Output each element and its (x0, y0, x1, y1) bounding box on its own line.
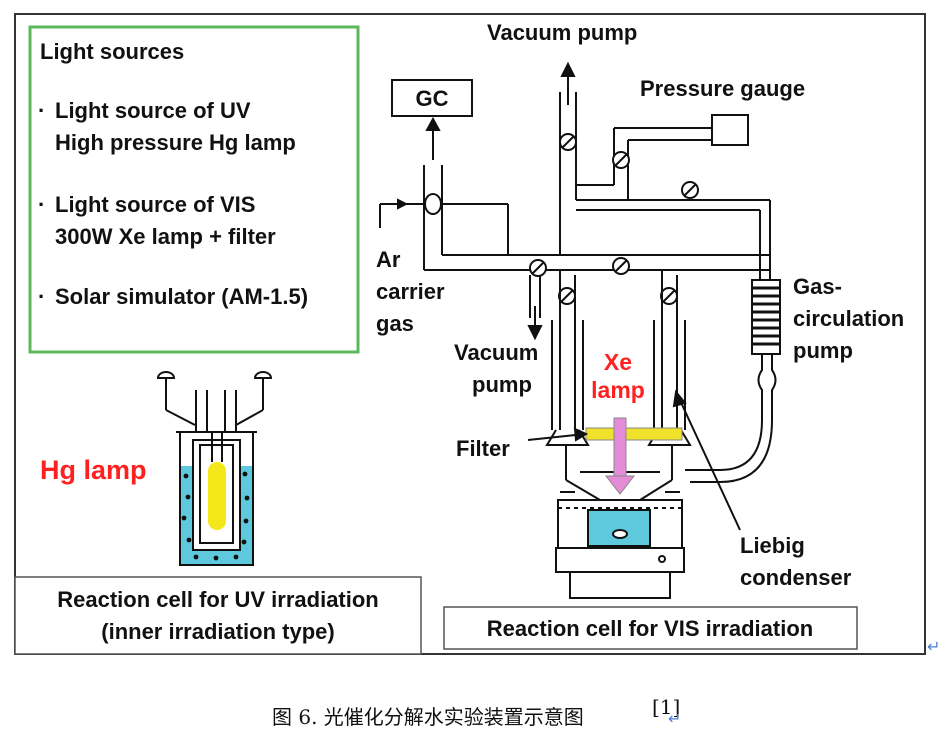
valve-knob-left (156, 371, 176, 379)
gc-box (391, 79, 473, 117)
tube (235, 409, 264, 426)
stopcock-line (683, 183, 697, 197)
return-tube (700, 354, 763, 471)
arrow-head (560, 61, 576, 77)
caption-ref: [1] (652, 695, 680, 719)
vis-cell-box: Reaction cell for VIS irradiation (443, 606, 858, 650)
light-source-uv-line2: High pressure Hg lamp (55, 130, 296, 155)
tube (759, 260, 771, 280)
vis-apparatus (379, 61, 781, 599)
stir-bar (612, 529, 628, 539)
stopcock-line (614, 153, 628, 167)
xe-beam-arrow (604, 475, 636, 495)
stopcock-line (531, 261, 545, 275)
arrow-head (573, 427, 589, 442)
gas-circulation-pump-label-1: Gas- (793, 274, 842, 299)
carrier-label: carrier (376, 279, 445, 304)
uv-cell-line2: (inner irradiation type) (101, 619, 334, 644)
uv-reaction-cell (156, 371, 273, 566)
gc-label: GC (416, 86, 449, 111)
bullet-dot: · (38, 98, 45, 123)
uv-cell-box: Reaction cell for UV irradiation (inner … (14, 576, 422, 655)
stirrer-top (555, 547, 685, 573)
light-source-vis-line1: Light source of VIS (55, 192, 255, 217)
paragraph-mark: ↵ (927, 639, 940, 656)
gas-label: gas (376, 311, 414, 336)
vis-cell-label: Reaction cell for VIS irradiation (487, 616, 813, 641)
liebig-label-2: condenser (740, 565, 852, 590)
six-way-valve (424, 193, 442, 215)
ar-label: Ar (376, 247, 401, 272)
figure-caption: 图 6. 光催化分解水实验装置示意图 [1] ↵ (272, 695, 681, 729)
stopcock-line (560, 289, 574, 303)
catalyst-particles (181, 471, 250, 561)
cell-water (587, 509, 651, 547)
vacuum-pump-side-label-1: Vacuum (454, 340, 538, 365)
stirrer-base (569, 571, 671, 599)
vacuum-pump-side-label-2: pump (472, 372, 532, 397)
light-sources-title: Light sources (40, 39, 184, 64)
stopcock-line (561, 135, 575, 149)
uv-cell-line1: Reaction cell for UV irradiation (57, 587, 379, 612)
arrow-head (425, 116, 441, 131)
funnel (565, 479, 673, 501)
caption-text: 图 6. 光催化分解水实验装置示意图 (272, 705, 584, 729)
light-source-solar: Solar simulator (AM-1.5) (55, 284, 308, 309)
valve-knob-right (253, 371, 273, 379)
arrow-head (672, 389, 687, 408)
filter (585, 427, 683, 441)
pressure-gauge (711, 114, 749, 146)
xe-beam (613, 417, 627, 479)
gas-circulation-pump-label-2: circulation (793, 306, 904, 331)
vacuum-pump-top-label: Vacuum pump (487, 20, 637, 45)
tube (165, 409, 196, 426)
outer-vessel (179, 432, 254, 566)
paragraph-mark: ↵ (668, 711, 681, 728)
light-sources-box: Light sources · Light source of UV High … (28, 25, 360, 354)
light-source-vis-line2: 300W Xe lamp + filter (55, 224, 276, 249)
filter-label: Filter (456, 436, 510, 461)
xe-lamp-label-1: Xe (604, 349, 632, 375)
return-tube (690, 354, 777, 483)
pump-coil (752, 286, 780, 346)
liebig-pointer (677, 395, 741, 531)
liebig-label-1: Liebig (740, 533, 805, 558)
light-sources-border (28, 25, 360, 354)
uv-cell-border (14, 576, 422, 655)
gas-circulation-pump (751, 279, 781, 355)
xe-lamp-label-2: lamp (591, 377, 645, 403)
gas-circulation-pump-label-3: pump (793, 338, 853, 363)
bullet-dot: · (38, 192, 45, 217)
arrow-head (397, 198, 409, 210)
arrow-head (527, 325, 543, 341)
hg-lamp-body (208, 462, 226, 530)
light-source-uv-line1: Light source of UV (55, 98, 251, 123)
pressure-gauge-label: Pressure gauge (640, 76, 805, 101)
stirrer-knob (658, 555, 666, 563)
vis-cell-border (443, 606, 858, 650)
bullet-dot: · (38, 284, 45, 309)
stopcock-line (614, 259, 628, 273)
hg-lamp-label: Hg lamp (40, 455, 147, 485)
stopcock-line (662, 289, 676, 303)
